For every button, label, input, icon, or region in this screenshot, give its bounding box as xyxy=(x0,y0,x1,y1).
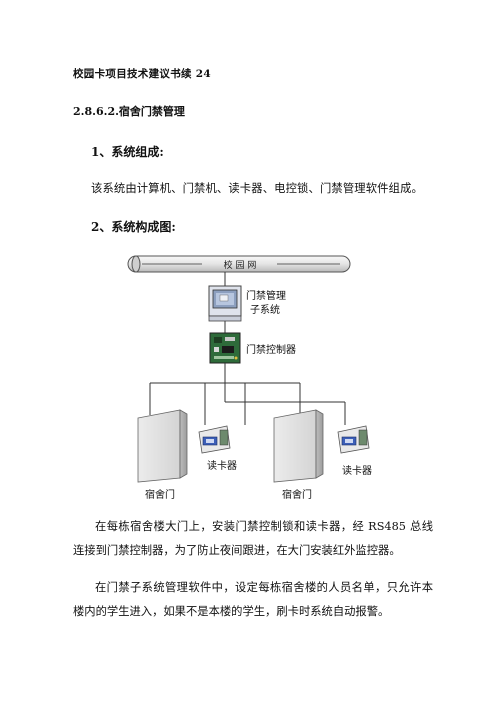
bus-wiring xyxy=(149,363,346,425)
dormitory-door-left xyxy=(137,409,188,483)
paragraph-door-install: 在每栋宿舍楼大门上，安装门禁控制锁和读卡器，经 RS485 总线连接到门禁控制器… xyxy=(73,520,433,557)
mgmt-subsystem-label-line1: 门禁管理 xyxy=(246,289,286,302)
controller-label: 门禁控制器 xyxy=(246,343,296,356)
card-reader-icon-right xyxy=(337,425,370,454)
access-controller-board-icon xyxy=(209,332,241,364)
page-header-title: 校园卡项目技术建议书续 24 xyxy=(73,68,211,80)
system-composition-text: 该系统由计算机、门禁机、读卡器、电控锁、门禁管理软件组成。 xyxy=(91,182,423,195)
card-reader-icon-left xyxy=(198,425,231,454)
network-label: 校 园 网 xyxy=(224,259,257,271)
campus-network-bar: 校 园 网 xyxy=(127,255,351,273)
paragraph-software-config: 在门禁子系统管理软件中，设定每栋宿舍楼的人员名单，只允许本楼内的学生进入，如果不… xyxy=(73,581,433,618)
section-title: 2.8.6.2.宿舍门禁管理 xyxy=(73,105,185,118)
mgmt-subsystem-label-line2: 子系统 xyxy=(250,303,280,316)
computer-icon xyxy=(208,285,242,322)
reader-label-left: 读卡器 xyxy=(207,459,237,472)
heading-system-composition: 1、系统组成: xyxy=(91,145,164,159)
door-label-left: 宿舍门 xyxy=(145,488,175,501)
dormitory-door-right xyxy=(273,409,324,483)
reader-label-right: 读卡器 xyxy=(342,464,372,477)
heading-system-diagram: 2、系统构成图: xyxy=(91,220,176,234)
door-label-right: 宿舍门 xyxy=(282,488,312,501)
